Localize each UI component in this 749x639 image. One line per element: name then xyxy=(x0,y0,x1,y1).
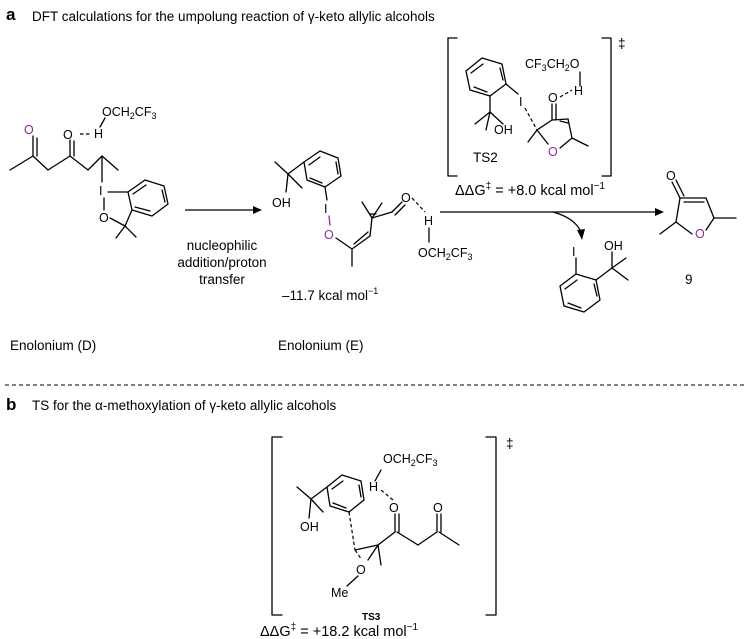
ts2-label: TS2 xyxy=(473,150,498,165)
product-9-furanone: O O xyxy=(659,169,737,241)
hbond-h-e: H xyxy=(424,214,433,228)
panel-b-title: TS for the α-methoxylation of γ-keto all… xyxy=(32,398,336,413)
ts2-bracket xyxy=(447,37,612,177)
hydroxyl-e: OH xyxy=(272,196,291,210)
iodine-ts2: I xyxy=(519,95,522,109)
panel-a-title: DFT calculations for the umpolung reacti… xyxy=(32,9,435,24)
trifluoroethanol-ts2: CF3CH2O xyxy=(525,57,580,73)
carbonyl-oxygen-9: O xyxy=(666,169,676,183)
hbond-h-d: H xyxy=(94,127,103,141)
product-9-label: 9 xyxy=(685,272,693,287)
trifluoroethanol-ts3: OCH2CF3 xyxy=(383,452,437,468)
reaction-arrow-2 xyxy=(440,208,664,240)
ring-oxygen-purple-9: O xyxy=(695,227,705,241)
ts3-structure: OH O Me O H OCH2CF3 O xyxy=(296,452,460,600)
arrow1-condition-line1: nucleophilic xyxy=(187,238,258,253)
terminal-ketone-oxygen-ts3: O xyxy=(433,501,443,515)
methyl-ts3: Me xyxy=(331,586,348,600)
ts2-double-dagger: ‡ xyxy=(618,36,626,51)
iodine-d: I xyxy=(99,184,102,198)
energy-e: –11.7 kcal mol−1 xyxy=(282,286,378,303)
hydroxyl-ts3: OH xyxy=(300,520,319,534)
hbond-h-ts3: H xyxy=(369,480,378,494)
enolonium-d-label: Enolonium (D) xyxy=(10,338,96,353)
carbonyl-oxygen-d: O xyxy=(63,128,73,142)
ts3-label: TS3 xyxy=(362,612,381,623)
carbonyl-oxygen-ts2: O xyxy=(548,91,558,105)
panel-a-letter: a xyxy=(6,5,16,24)
enolonium-e-structure: OH I O O H OCH2CF3 xyxy=(272,150,472,267)
carbonyl-oxygen-e: O xyxy=(401,191,411,205)
arrow1-condition-line2: addition/proton xyxy=(177,255,266,270)
hydroxyl-byproduct: OH xyxy=(604,239,623,253)
ring-oxygen-d: O xyxy=(99,211,109,225)
ts3-bracket xyxy=(271,436,497,616)
trifluoroethanol-e: OCH2CF3 xyxy=(418,246,472,262)
ts3-energy: ΔΔG‡ = +18.2 kcal mol−1 xyxy=(260,622,418,639)
methoxy-oxygen-ts3: O xyxy=(356,563,366,577)
enolonium-d-structure: O O H OCH2CF3 I O xyxy=(9,105,169,239)
ts3-double-dagger: ‡ xyxy=(506,436,514,451)
arrow1-condition-line3: transfer xyxy=(199,272,245,287)
ts2-energy: ΔΔG‡ = +8.0 kcal mol−1 xyxy=(455,181,605,199)
iodine-byproduct: I xyxy=(572,245,575,259)
hydroxyl-ts2: OH xyxy=(494,123,513,137)
reaction-arrow-1 xyxy=(185,206,262,214)
ring-oxygen-purple-ts2: O xyxy=(548,145,558,159)
enol-oxygen-purple: O xyxy=(324,228,334,242)
ketone-oxygen-purple: O xyxy=(24,123,34,137)
panel-b-letter: b xyxy=(6,395,16,414)
iodine-e: I xyxy=(324,202,327,216)
trifluoroethanol-d: OCH2CF3 xyxy=(102,105,156,121)
enolonium-e-label: Enolonium (E) xyxy=(278,338,364,353)
carbonyl-oxygen-ts3: O xyxy=(389,501,399,515)
hbond-h-ts2: H xyxy=(574,84,583,98)
byproduct-iodoarene: I OH xyxy=(559,239,629,313)
ts2-structure: OH I O O H CF3CH2O xyxy=(465,57,589,159)
